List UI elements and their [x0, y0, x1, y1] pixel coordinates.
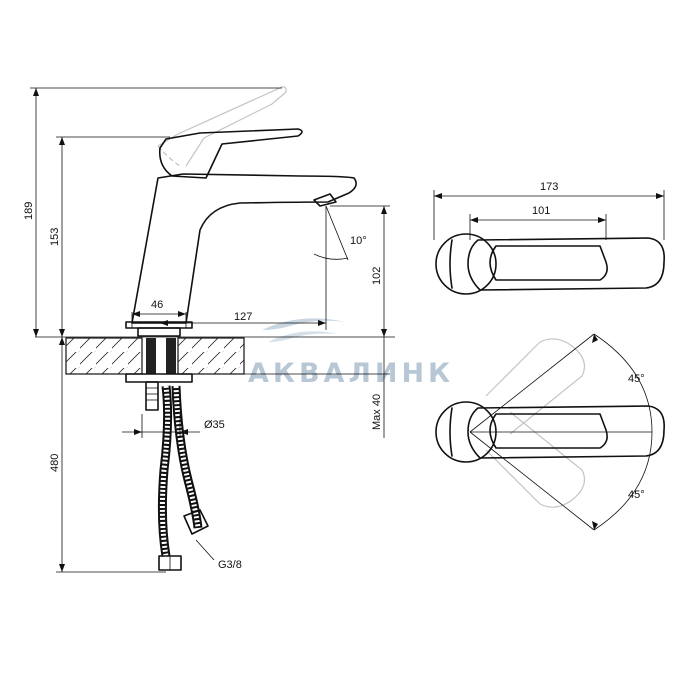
dim-base-width: 46 — [151, 299, 163, 311]
faucet-lever — [158, 128, 303, 179]
handle-inner-bottom — [489, 413, 608, 449]
stud-left — [146, 338, 156, 374]
threaded-rod — [145, 381, 159, 411]
hose-nut-right — [183, 509, 209, 535]
ghost-lever-raised — [157, 86, 287, 167]
dimension-153: 153 — [49, 136, 170, 337]
dim-total-height: 189 — [23, 202, 35, 220]
dim-spout-reach: 127 — [234, 311, 252, 323]
watermark-text: АКВАЛИНК — [248, 358, 454, 389]
dim-handle-length: 101 — [532, 205, 550, 217]
dimension-angle-10: 10° — [313, 205, 367, 330]
dimension-46: 46 — [131, 299, 187, 328]
mounting-assembly — [125, 338, 193, 411]
dim-outlet-angle: 10° — [350, 235, 367, 247]
countertop-left — [65, 337, 143, 375]
dim-overall-length: 173 — [540, 181, 558, 193]
dimension-101: 101 — [469, 205, 607, 240]
dim-hose-length: 480 — [49, 454, 61, 472]
base-circle-top — [435, 233, 497, 295]
base-circle-bottom — [435, 401, 497, 463]
base-edge-top — [449, 239, 453, 289]
base-edge-bottom — [449, 407, 453, 457]
dimension-mount-hole: Ø35 — [122, 414, 225, 438]
ghost-handle-up — [485, 338, 585, 435]
side-view: 189 153 102 10° — [23, 86, 395, 573]
faucet-spout — [131, 173, 357, 324]
dim-spout-height: 153 — [49, 228, 61, 246]
flex-hoses — [157, 385, 209, 571]
handle-inner-top — [489, 245, 608, 281]
handle-outline-top — [467, 237, 665, 291]
dimension-189: 189 — [23, 87, 282, 337]
dimension-102: 102 — [330, 205, 390, 337]
dim-connection: G3/8 — [218, 559, 242, 571]
base-nut — [137, 327, 181, 337]
watermark-wave-2 — [268, 331, 338, 342]
ghost-handle-down — [485, 411, 585, 508]
countertop-right — [177, 337, 245, 375]
dim-max-thickness: Max 40 — [371, 394, 383, 430]
aerator — [313, 193, 337, 207]
handle-outline-bottom — [467, 405, 665, 459]
countertop-section — [65, 337, 245, 375]
top-view-closed: 173 101 — [433, 181, 665, 295]
dim-outlet-height: 102 — [371, 267, 383, 285]
stud-right — [166, 338, 176, 374]
dimension-connection: G3/8 — [195, 539, 242, 571]
dim-rotate-down: 45° — [628, 489, 645, 501]
faucet-body — [125, 128, 357, 337]
dimension-127: 127 — [160, 311, 326, 326]
dimension-173: 173 — [433, 181, 665, 240]
top-view-rotation: 45° 45° — [435, 333, 665, 531]
dimension-480: 480 — [49, 337, 166, 573]
mounting-plate — [125, 373, 193, 383]
dim-rotate-up: 45° — [628, 373, 645, 385]
watermark: АКВАЛИНК — [248, 318, 454, 389]
dimension-max-40: Max 40 — [244, 337, 390, 438]
dim-mount-hole: Ø35 — [204, 419, 225, 431]
watermark-wave-1 — [262, 318, 345, 330]
